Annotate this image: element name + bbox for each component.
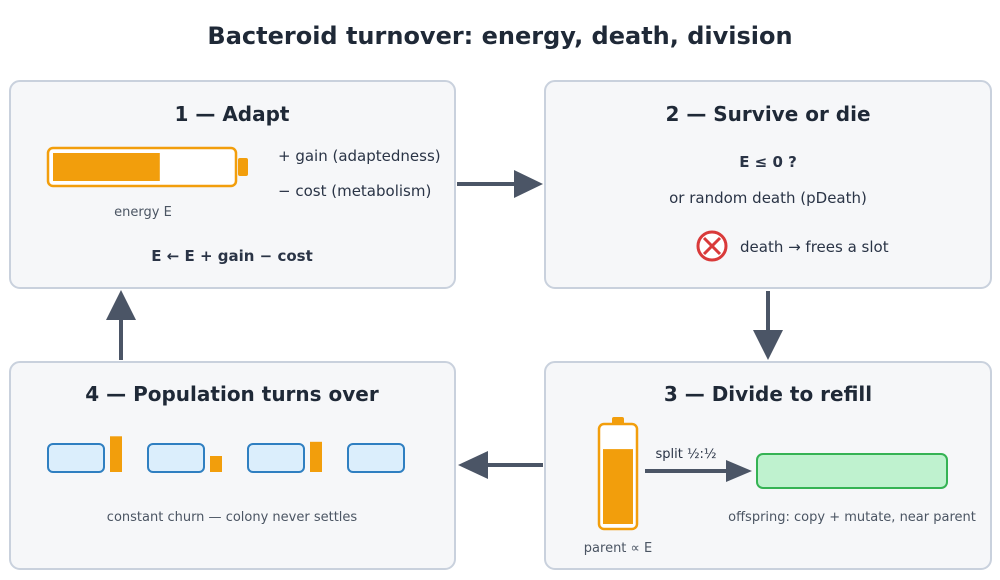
split-arrow	[645, 460, 752, 482]
cell-energy-bar	[210, 456, 222, 472]
split-label: split ½:½	[655, 447, 716, 462]
parent-battery-icon	[597, 417, 639, 531]
arrow-adapt-to-survive	[457, 170, 543, 198]
diagram-title: Bacteroid turnover: energy, death, divis…	[207, 22, 792, 50]
random-death-text: or random death (pDeath)	[669, 189, 867, 207]
battery-terminal	[238, 158, 248, 176]
gain-text: + gain (adaptedness)	[278, 147, 441, 165]
energy-formula: E ← E + gain − cost	[151, 247, 313, 265]
panel-survive: 2 — Survive or die E ≤ 0 ? or random dea…	[544, 80, 992, 289]
energy-label: energy E	[114, 205, 172, 220]
parent-energy-fill	[603, 449, 633, 524]
panel-divide-title: 3 — Divide to refill	[664, 382, 872, 406]
offspring-cell	[756, 453, 948, 489]
battery-icon	[46, 146, 248, 188]
death-condition: E ≤ 0 ?	[739, 153, 797, 171]
arrow-survive-to-divide	[753, 291, 783, 360]
population-cell	[247, 443, 305, 473]
panel-population-box	[9, 361, 456, 570]
population-cell	[147, 443, 205, 473]
panel-divide: 3 — Divide to refill parent ∝ E split ½:…	[544, 361, 992, 570]
population-cell	[47, 443, 105, 473]
offspring-label: offspring: copy + mutate, near parent	[728, 510, 976, 525]
panel-adapt: 1 — Adapt energy E + gain (adaptedness) …	[9, 80, 456, 289]
panel-adapt-title: 1 — Adapt	[174, 102, 289, 126]
arrow-population-to-adapt	[106, 290, 136, 360]
cross-circle-icon	[696, 230, 728, 262]
cell-energy-bar	[110, 436, 122, 472]
panel-survive-title: 2 — Survive or die	[665, 102, 870, 126]
population-cell	[347, 443, 405, 473]
population-cells	[47, 436, 405, 473]
panel-survive-box	[544, 80, 992, 289]
population-caption: constant churn — colony never settles	[107, 510, 358, 525]
panel-population: 4 — Population turns over constant churn…	[9, 361, 456, 570]
cost-text: − cost (metabolism)	[278, 182, 431, 200]
cell-energy-bar	[310, 441, 322, 472]
arrow-divide-to-population	[458, 451, 543, 479]
battery-energy-fill	[53, 153, 160, 181]
panel-population-title: 4 — Population turns over	[85, 382, 379, 406]
parent-label: parent ∝ E	[584, 541, 652, 556]
death-result-text: death → frees a slot	[740, 238, 889, 256]
